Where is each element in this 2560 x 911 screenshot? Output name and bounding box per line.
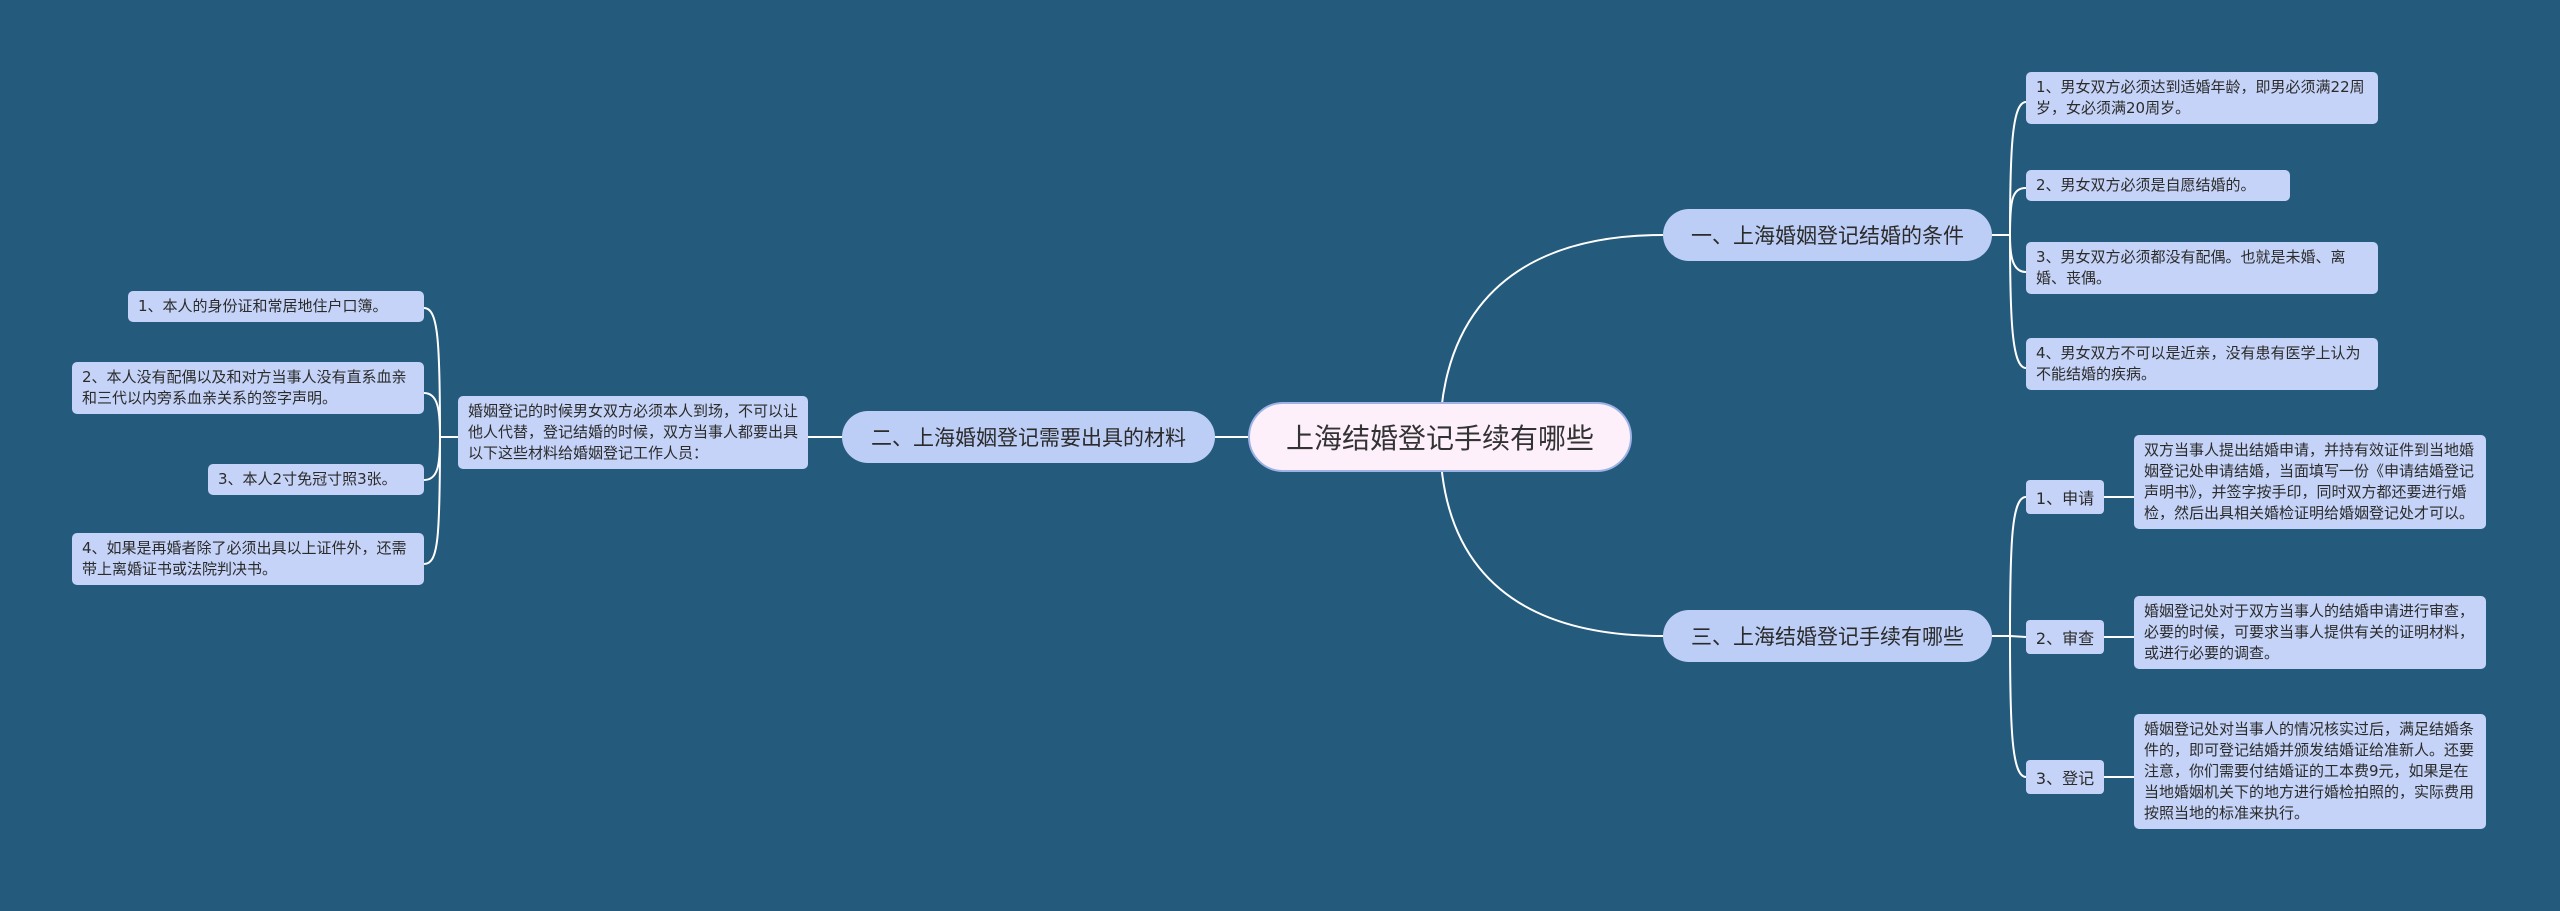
branch-required-materials[interactable]: 二、上海婚姻登记需要出具的材料 xyxy=(842,411,1215,463)
central-topic[interactable]: 上海结婚登记手续有哪些 xyxy=(1248,402,1632,472)
material-item-3[interactable]: 3、本人2寸免冠寸照3张。 xyxy=(208,464,424,495)
step-detail-apply[interactable]: 双方当事人提出结婚申请，并持有效证件到当地婚姻登记处申请结婚，当面填写一份《申请… xyxy=(2134,435,2486,529)
condition-item-2[interactable]: 2、男女双方必须是自愿结婚的。 xyxy=(2026,170,2290,201)
step-detail-register[interactable]: 婚姻登记处对当事人的情况核实过后，满足结婚条件的，即可登记结婚并颁发结婚证给准新… xyxy=(2134,714,2486,829)
condition-item-4[interactable]: 4、男女双方不可以是近亲，没有患有医学上认为不能结婚的疾病。 xyxy=(2026,338,2378,390)
step-tag-review[interactable]: 2、审查 xyxy=(2026,620,2104,654)
condition-item-3[interactable]: 3、男女双方必须都没有配偶。也就是未婚、离婚、丧偶。 xyxy=(2026,242,2378,294)
materials-intro[interactable]: 婚姻登记的时候男女双方必须本人到场，不可以让他人代替，登记结婚的时候，双方当事人… xyxy=(458,396,808,469)
branch-marriage-conditions[interactable]: 一、上海婚姻登记结婚的条件 xyxy=(1663,209,1992,261)
step-tag-apply[interactable]: 1、申请 xyxy=(2026,480,2104,514)
material-item-1[interactable]: 1、本人的身份证和常居地住户口簿。 xyxy=(128,291,424,322)
step-detail-review[interactable]: 婚姻登记处对于双方当事人的结婚申请进行审查，必要的时候，可要求当事人提供有关的证… xyxy=(2134,596,2486,669)
condition-item-1[interactable]: 1、男女双方必须达到适婚年龄，即男必须满22周岁，女必须满20周岁。 xyxy=(2026,72,2378,124)
material-item-4[interactable]: 4、如果是再婚者除了必须出具以上证件外，还需带上离婚证书或法院判决书。 xyxy=(72,533,424,585)
branch-registration-procedures[interactable]: 三、上海结婚登记手续有哪些 xyxy=(1663,610,1992,662)
step-tag-register[interactable]: 3、登记 xyxy=(2026,760,2104,794)
material-item-2[interactable]: 2、本人没有配偶以及和对方当事人没有直系血亲和三代以内旁系血亲关系的签字声明。 xyxy=(72,362,424,414)
